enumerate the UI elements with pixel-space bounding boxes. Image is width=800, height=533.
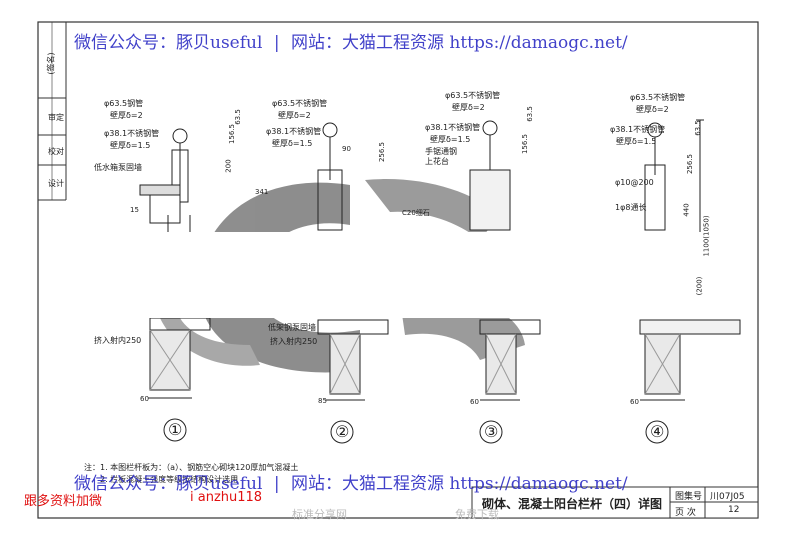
watermark-url-2[interactable]: https://damaogc.net/ [449, 474, 628, 494]
strip-design: 设计 [48, 179, 64, 188]
dim-60-c: 60 [470, 398, 479, 406]
blank-strip [74, 232, 728, 318]
detail-4-number-circle [645, 420, 669, 444]
contact-prompt: 跟多资料加微 [24, 494, 103, 509]
detail-2-mid-wall: 壁厚δ=1.5 [272, 139, 313, 148]
dim-1100: 1100(1050) [702, 215, 711, 257]
detail-3-bottom-a: 手锯通钢 [425, 147, 457, 156]
detail-3-section [469, 120, 541, 401]
detail-3-number-circle [479, 420, 503, 444]
detail-2-bottom-b: 挤入射内250 [270, 337, 318, 346]
dim-200-a: 200 [224, 159, 233, 173]
drawing-title: 砌体、混凝土阳台栏杆（四）详图 [482, 497, 663, 511]
atlas-label: 图集号 [675, 492, 703, 502]
detail-1-top-pipe: φ63.5钢管 [104, 99, 144, 108]
detail-4-mid-pipe: φ38.1不锈钢管 [610, 125, 666, 134]
dim-90: 90 [342, 145, 351, 153]
detail-3-top-pipe: φ63.5不锈钢管 [445, 91, 501, 100]
detail-4-section [639, 119, 741, 401]
watermark-site: 网站：大猫工程资源 [290, 33, 444, 53]
detail-2-top-pipe: φ63.5不锈钢管 [272, 99, 328, 108]
detail-4-wall: 壁厚δ=2 [636, 105, 669, 114]
detail-3-bottom-b: 上花台 [425, 157, 449, 166]
detail-1-mid-pipe: φ38.1不锈钢管 [104, 129, 160, 138]
watermark-site-2: 网站：大猫工程资源 [290, 474, 444, 494]
faint-mark-right: 免费下载 [455, 508, 499, 521]
strip-signature: (签名) [46, 52, 56, 75]
detail-2-mid-pipe: φ38.1不锈钢管 [266, 127, 322, 136]
detail-4-number: ④ [650, 422, 665, 441]
detail-4-mid-wall: 壁厚δ=1.5 [616, 137, 657, 146]
detail-2-section [317, 122, 389, 401]
watermark-sep: | [273, 33, 280, 53]
watermark-wechat: 微信公众号：豚贝useful [74, 33, 263, 53]
dim-156-5-a: 156.5 [228, 123, 237, 145]
dim-60-d: 60 [630, 398, 639, 406]
dim-63-5-d: 63.5 [693, 120, 702, 136]
detail-4-top-pipe: φ63.5不锈钢管 [630, 93, 686, 102]
watermark-bottom: 微信公众号：豚贝useful | 网站：大猫工程资源 https://damao… [74, 469, 628, 494]
dim-440: 440 [682, 203, 691, 217]
watermark-url[interactable]: https://damaogc.net/ [449, 33, 628, 53]
dim-c20: C20细石 [402, 209, 430, 217]
detail-2-bottom-a: 低架钢泵固墙 [268, 323, 316, 332]
detail-1-mid-wall: 壁厚δ=1.5 [110, 141, 151, 150]
page-number: 12 [728, 505, 740, 515]
strip-check: 校对 [48, 147, 64, 156]
faint-mark-left: 标准分享网 [292, 508, 347, 521]
note-line-2: 2. 栏板混凝土强度等级按结构设计选用 [100, 475, 239, 484]
detail-2-wall: 壁厚δ=2 [278, 111, 311, 120]
detail-1-bottom-a: 低水箱泵固墙 [94, 163, 142, 172]
detail-4-bottom-b: 1φ8通长 [615, 203, 647, 212]
detail-1-section [139, 128, 211, 399]
detail-1-number: ① [168, 420, 183, 439]
dim-63-5-c: 63.5 [525, 106, 534, 122]
detail-4-bottom-a: φ10@200 [615, 178, 654, 187]
dim-60-a: 60 [140, 395, 149, 403]
detail-3-mid-pipe: φ38.1不锈钢管 [425, 123, 481, 132]
watermark-wechat-2: 微信公众号：豚贝useful [74, 474, 263, 494]
detail-3-mid-wall: 壁厚δ=1.5 [430, 135, 471, 144]
detail-3-wall: 壁厚δ=2 [452, 103, 485, 112]
detail-2-number: ② [335, 422, 350, 441]
detail-1-bottom-b: 挤入射内250 [94, 336, 142, 345]
page-label: 页 次 [675, 508, 696, 518]
dim-341: 341 [255, 188, 269, 196]
dim-156-5-c: 156.5 [521, 133, 530, 155]
watermark-top: 微信公众号：豚贝useful | 网站：大猫工程资源 https://damao… [74, 28, 628, 53]
detail-3-number: ③ [484, 422, 499, 441]
dim-200-paren: (200) [695, 276, 704, 296]
detail-1-wall: 壁厚δ=2 [110, 111, 143, 120]
note-line-1: 注：1. 本图栏杆板为：（a）、钢筋空心砌块120厚加气混凝土 [84, 463, 299, 472]
dim-85: 85 [318, 397, 327, 405]
watermark-sep-2: | [273, 474, 280, 494]
dim-256-5-d: 256.5 [686, 153, 695, 175]
detail-2-number-circle [330, 420, 354, 444]
strip-approve: 审定 [48, 113, 64, 122]
contact-wechat-id: i anzhu118 [190, 490, 263, 505]
dim-63-5-a: 63.5 [233, 109, 242, 125]
atlas-number: 川07J05 [710, 492, 745, 502]
dim-256-5-b: 256.5 [378, 141, 387, 163]
detail-1-number-circle [163, 418, 187, 442]
dim-15-a: 15 [130, 206, 139, 214]
